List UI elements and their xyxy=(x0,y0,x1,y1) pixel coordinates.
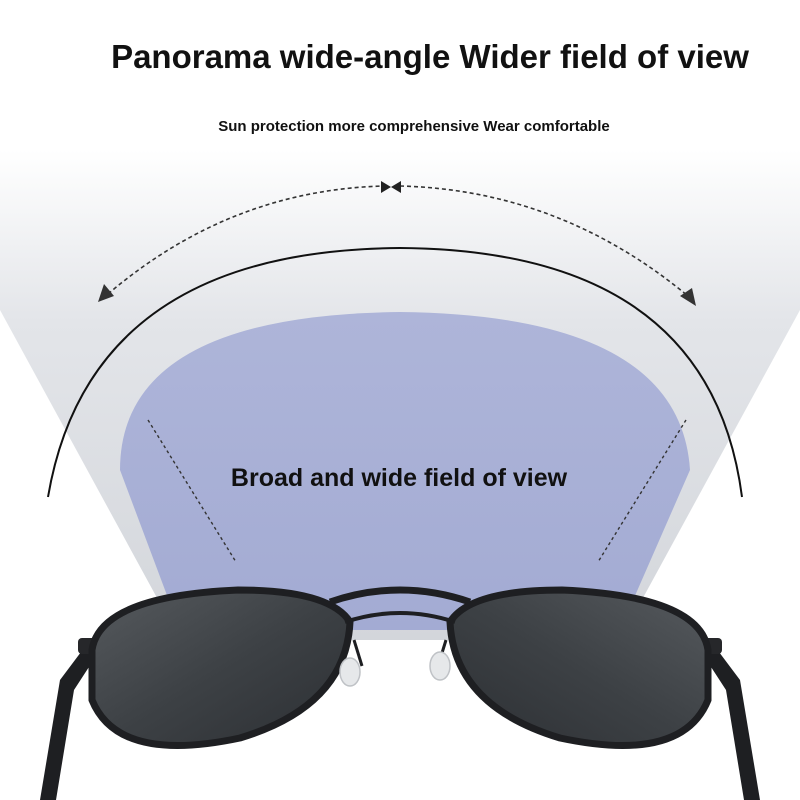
sunglasses-image xyxy=(40,586,760,800)
lower-bridge xyxy=(344,611,456,624)
right-nose-pad xyxy=(429,651,451,681)
page-title: Panorama wide-angle Wider field of view xyxy=(111,38,749,75)
page-subtitle: Sun protection more comprehensive Wear c… xyxy=(218,118,610,135)
right-temple-arm xyxy=(700,640,760,800)
dashed-arc-left xyxy=(107,185,385,295)
arrow-right-icon xyxy=(680,288,696,306)
left-temple-arm xyxy=(40,640,100,800)
right-lens xyxy=(446,586,712,750)
inner-view-cone xyxy=(120,312,690,630)
arrow-center-right-icon xyxy=(391,181,401,193)
dashed-edge-left xyxy=(147,419,237,563)
left-pad-arm xyxy=(352,639,364,667)
dashed-edge-right xyxy=(597,419,687,563)
left-nose-pad xyxy=(339,657,361,687)
view-arc-line xyxy=(47,246,743,498)
top-bridge xyxy=(328,586,472,606)
arrow-left-icon xyxy=(98,284,114,302)
dashed-arc-right xyxy=(399,185,689,297)
arrow-center-left-icon xyxy=(381,181,391,193)
left-lens xyxy=(88,586,354,750)
field-of-view-label: Broad and wide field of view xyxy=(230,464,568,492)
